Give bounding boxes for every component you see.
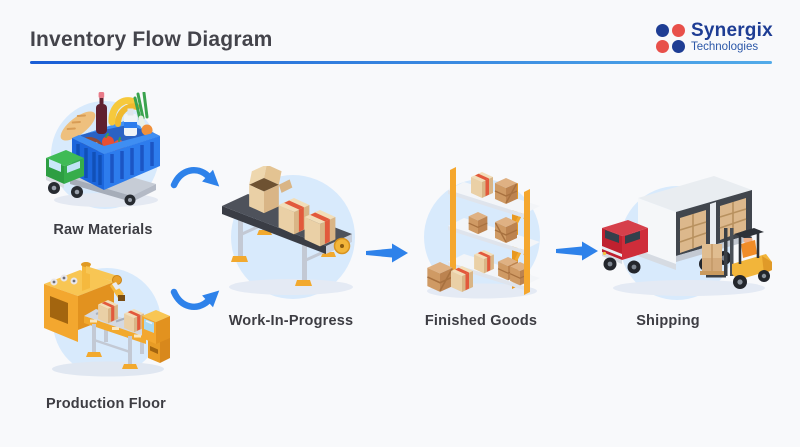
stage-label-finished-goods: Finished Goods [424, 313, 538, 329]
logo-brand: Synergix [691, 20, 773, 41]
logo-text: Synergix Technologies [691, 21, 773, 54]
page-title: Inventory Flow Diagram [30, 28, 273, 51]
logo-dot-red [672, 24, 685, 37]
stage-label-shipping: Shipping [636, 313, 700, 329]
rack-front-post [524, 189, 530, 295]
robotic-arm [81, 262, 125, 301]
logo-dot-blue [656, 24, 669, 37]
truck-cab [46, 150, 84, 198]
conveyor-belt-icon [222, 166, 353, 295]
header-divider [30, 61, 772, 64]
grocery-truck-icon [46, 92, 160, 207]
logo-tagline: Technologies [691, 41, 759, 53]
forklift [700, 228, 772, 289]
control-terminal [142, 310, 170, 363]
open-box [249, 166, 293, 214]
conveyor-boxes [98, 300, 144, 333]
storage-rack-icon [427, 167, 540, 299]
arrow-finished-goods-to-shipping [556, 241, 598, 261]
logo-dot-blue [672, 40, 685, 53]
stored-boxes [427, 172, 531, 292]
stage-label-work-in-progress: Work-In-Progress [228, 313, 354, 329]
logo-dot-red [656, 40, 669, 53]
cargo-truck-forklift-icon [602, 176, 772, 296]
stage-label-raw-materials: Raw Materials [53, 222, 153, 238]
truck-cab [602, 220, 648, 274]
stage-label-production-floor: Production Floor [46, 396, 166, 412]
logo-dots-icon [656, 24, 685, 53]
arrow-raw-materials-to-wip [170, 167, 220, 189]
factory-machine-icon [44, 262, 170, 377]
synergix-logo: Synergix Technologies [656, 21, 773, 54]
arrow-production-floor-to-wip [170, 288, 220, 310]
arrow-wip-to-finished-goods [366, 243, 408, 263]
trailer [638, 176, 752, 271]
